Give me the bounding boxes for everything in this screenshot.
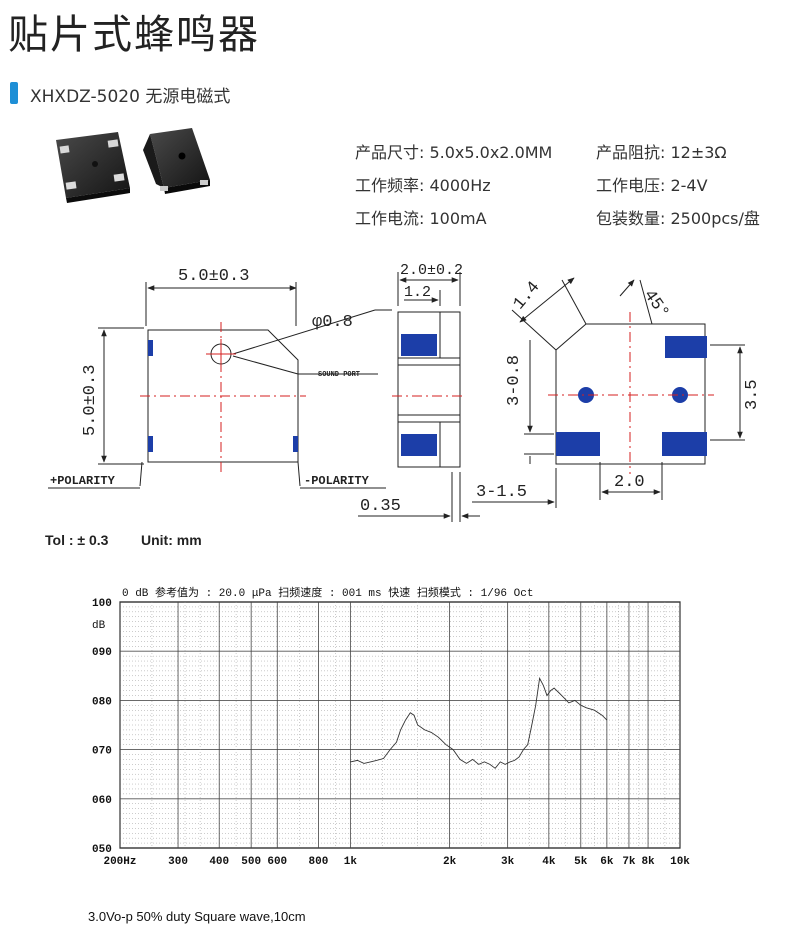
dim-gap: 0.35 [360, 497, 401, 516]
side-pad-lower [401, 434, 437, 456]
chart-xticks: 200Hz 300 400 500 600 800 1k 2k 3k 4k 5k 6k 7k 8k 10k [103, 856, 690, 868]
x-tick-label: 400 [209, 856, 229, 868]
chart-ylabel: dB [92, 620, 106, 632]
label-pos-polarity: +POLARITY [50, 474, 116, 488]
dim-angle: 45° [639, 287, 672, 323]
dim-left-pad: 3-0.8 [505, 355, 524, 406]
spec-current: 工作电流: 100mA [355, 209, 487, 228]
dim-hole: φ0.8 [312, 313, 353, 332]
bottom-pad-lower-right [662, 432, 707, 456]
dim-pad-pitch: 2.0 [614, 473, 645, 492]
x-tick-label: 600 [267, 856, 287, 868]
spec-size: 产品尺寸: 5.0x5.0x2.0MM [355, 143, 553, 162]
bottom-dot-left [578, 387, 594, 403]
y-tick-label: 070 [92, 746, 112, 758]
dim-pad-span: 3.5 [743, 379, 762, 410]
page-title: 贴片式蜂鸣器 [8, 12, 260, 58]
label-neg-polarity: -POLARITY [304, 474, 370, 488]
x-tick-label: 200Hz [103, 856, 136, 868]
y-tick-label: 060 [92, 795, 112, 807]
spec-voltage: 工作电压: 2-4V [596, 176, 708, 195]
response-curve [350, 676, 608, 769]
tolerance-text: Tol : ± 0.3 [45, 532, 109, 548]
side-view-outline [397, 311, 461, 468]
dim-pad: 1.2 [404, 284, 431, 301]
x-tick-label: 10k [670, 856, 690, 868]
chart-yticks: 100 090 080 070 060 050 [92, 598, 112, 856]
spec-impedance: 产品阻抗: 12±3Ω [596, 143, 727, 162]
bottom-pad-upper-right [665, 336, 707, 358]
dim-chamfer: 1.4 [510, 278, 544, 314]
top-pad-left-upper [148, 340, 153, 356]
x-tick-label: 4k [542, 856, 556, 868]
x-tick-label: 1k [344, 856, 358, 868]
chart-grid [119, 601, 681, 849]
model-accent-bar [10, 82, 18, 104]
y-tick-label: 090 [92, 647, 112, 659]
y-tick-label: 080 [92, 696, 112, 708]
spec-frequency: 工作频率: 4000Hz [355, 176, 491, 195]
test-condition: 3.0Vo-p 50% duty Square wave,10cm [88, 909, 306, 924]
bottom-view-outline [555, 323, 706, 465]
bottom-pad-lower-left [556, 432, 600, 456]
x-tick-label: 800 [309, 856, 329, 868]
unit-text: Unit: mm [141, 532, 202, 548]
x-tick-label: 2k [443, 856, 457, 868]
top-pad-right-lower [293, 436, 298, 452]
x-tick-label: 500 [241, 856, 261, 868]
dim-height: 5.0±0.3 [81, 365, 100, 436]
side-pad-upper [401, 334, 437, 356]
dim-thickness: 2.0±0.2 [400, 262, 463, 279]
x-tick-label: 7k [622, 856, 636, 868]
spec-package: 包装数量: 2500pcs/盘 [596, 209, 760, 228]
dim-bottom-pad: 3-1.5 [476, 483, 527, 502]
dim-width: 5.0±0.3 [178, 267, 249, 286]
label-sound-port: SOUND PORT [318, 371, 360, 379]
technical-drawing: 5.0±0.3 5.0±0.3 φ0.8 SOUND PORT +POLARIT… [48, 262, 762, 522]
model-name: XHXDZ-5020 无源电磁式 [30, 87, 231, 107]
product-photo [56, 128, 210, 203]
y-tick-label: 100 [92, 598, 112, 610]
top-pad-left-lower [148, 436, 153, 452]
x-tick-label: 300 [168, 856, 188, 868]
buzzer-bottom-view [56, 132, 130, 203]
x-tick-label: 8k [641, 856, 655, 868]
y-tick-label: 050 [92, 844, 112, 856]
frequency-response-chart: 0 dB 参考值为 : 20.0 μPa 扫频速度 : 001 ms 快速 扫频… [92, 585, 690, 868]
chart-header: 0 dB 参考值为 : 20.0 μPa 扫频速度 : 001 ms 快速 扫频… [122, 585, 533, 600]
x-tick-label: 3k [501, 856, 515, 868]
x-tick-label: 5k [574, 856, 588, 868]
x-tick-label: 6k [600, 856, 614, 868]
buzzer-top-view [143, 128, 210, 194]
bottom-dot-right [672, 387, 688, 403]
chart-series [350, 676, 608, 769]
